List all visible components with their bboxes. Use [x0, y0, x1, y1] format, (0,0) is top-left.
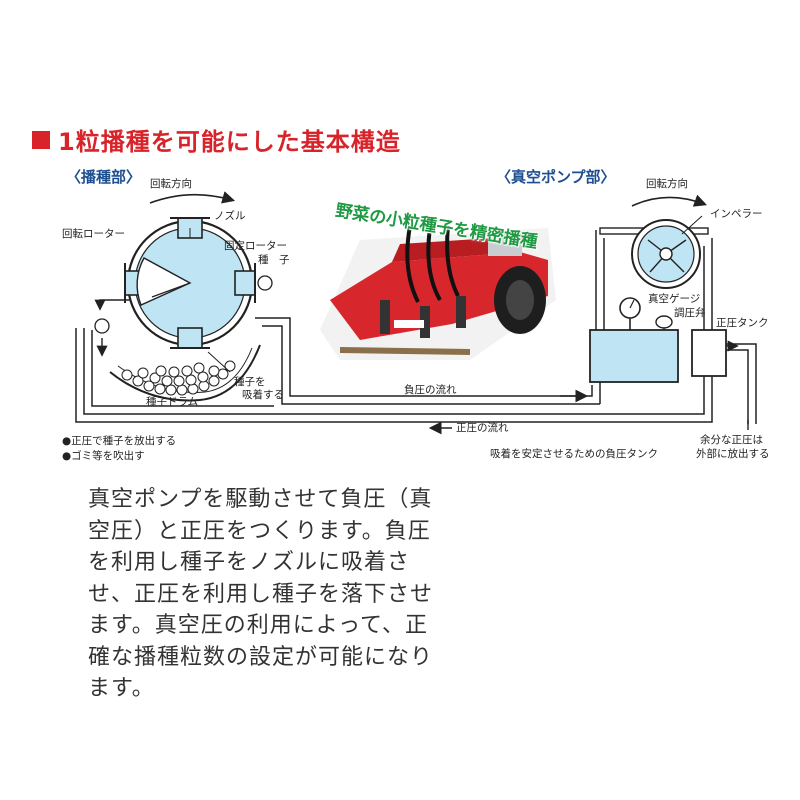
- label-vacuum-gauge: 真空ゲージ: [648, 293, 701, 305]
- title-text: 1粒播種を可能にした基本構造: [58, 128, 401, 156]
- rotation-arrow-left: [149, 191, 236, 204]
- label-drum: 種子ドラム: [146, 396, 199, 408]
- label-rotor: 回転ローター: [62, 228, 125, 240]
- label-positive-tank: 正圧タンク: [716, 317, 769, 329]
- title-marker: [32, 130, 50, 149]
- rotation-arrow-right: [631, 194, 708, 207]
- note-dust: ●ゴミ等を吹出す: [62, 450, 145, 462]
- diagram-title: 1粒播種を可能にした基本構造: [32, 122, 401, 157]
- rotor-assembly: [124, 217, 256, 349]
- section-pump: 〈真空ポンプ部〉: [496, 168, 616, 186]
- label-impeller: インペラー: [710, 208, 763, 220]
- label-negative-tank: 吸着を安定させるための負圧タンク: [490, 448, 658, 460]
- label-positive-flow: 正圧の流れ: [456, 422, 509, 434]
- note-release: ●正圧で種子を放出する: [62, 435, 177, 447]
- vacuum-pump: [599, 219, 709, 289]
- label-seed-adsorb-1: 種子を: [234, 376, 266, 388]
- released-seed: [94, 318, 110, 334]
- seed-drum: [109, 344, 261, 402]
- section-seeding: 〈播種部〉: [66, 168, 142, 186]
- label-nozzle: ノズル: [214, 210, 246, 222]
- description-text: 真空ポンプを駆動させて負圧（真空圧）と正圧をつくります。負圧を利用し種子をノズル…: [88, 487, 434, 701]
- negative-tank: [589, 329, 679, 383]
- label-rotation-right: 回転方向: [646, 178, 688, 190]
- label-regulator: 調圧弁: [674, 307, 706, 319]
- seed-on-nozzle: [257, 275, 273, 291]
- pipes: [75, 230, 757, 424]
- label-fixed-rotor: 固定ローター: [224, 240, 287, 252]
- label-rotation-left: 回転方向: [150, 178, 192, 190]
- label-negative-flow: 負圧の流れ: [404, 384, 457, 396]
- positive-tank: [691, 329, 727, 377]
- vacuum-gauge: [619, 297, 641, 330]
- label-excess-1: 余分な正圧は: [700, 434, 763, 446]
- structure-diagram: [75, 191, 757, 435]
- label-seed: 種 子: [258, 254, 290, 266]
- label-excess-2: 外部に放出する: [696, 448, 770, 460]
- seeder-photo: [320, 225, 556, 360]
- label-seed-adsorb-2: 吸着する: [242, 389, 284, 401]
